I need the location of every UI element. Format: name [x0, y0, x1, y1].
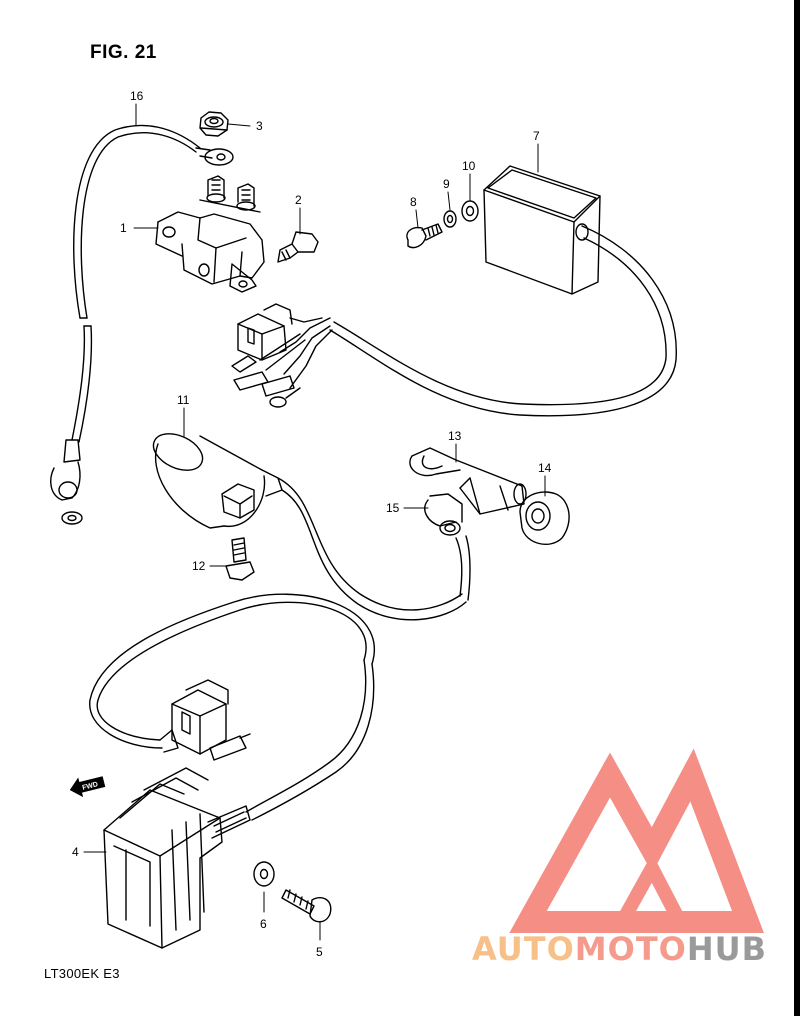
- forward-arrow-icon: FWD: [69, 776, 106, 798]
- cdi-unit-7: [231, 165, 677, 417]
- callout-5: 5: [316, 945, 323, 959]
- starter-relay-1: [155, 175, 265, 293]
- cap-14: [519, 491, 570, 546]
- callout-16: 16: [130, 89, 144, 103]
- callout-10: 10: [462, 159, 476, 173]
- forward-arrow-label: FWD: [82, 781, 99, 792]
- ignition-coil-11: [152, 433, 467, 621]
- callout-13: 13: [448, 429, 462, 443]
- washer-10: [461, 200, 479, 222]
- bolt-5: [281, 889, 332, 923]
- callout-14: 14: [538, 461, 552, 475]
- callout-9: 9: [443, 177, 450, 191]
- callout-3: 3: [256, 119, 263, 133]
- bolt-2: [277, 231, 319, 263]
- boot-15: [424, 493, 471, 601]
- bolt-12: [225, 537, 255, 581]
- callout-7: 7: [533, 129, 540, 143]
- watermark-part-auto: AUTO: [472, 930, 575, 968]
- callout-labels: 16 3 1 2 8 9 10 7 11 12 13 14 15 4 6 5: [72, 89, 552, 959]
- spark-plug-cap-13: [409, 447, 527, 515]
- callout-12: 12: [192, 559, 206, 573]
- watermark-part-moto: MOTO: [574, 930, 687, 968]
- callout-11: 11: [177, 393, 190, 407]
- callout-1: 1: [120, 221, 127, 235]
- callout-15: 15: [386, 501, 400, 515]
- washer-9: [443, 210, 457, 228]
- washer-6: [253, 861, 275, 887]
- screw-8: [406, 223, 443, 249]
- leader-lines: [83, 103, 546, 941]
- nut-3: [199, 111, 229, 137]
- callout-8: 8: [410, 195, 417, 209]
- battery-cable-16: [50, 124, 234, 525]
- regulator-rectifier-4: [89, 593, 375, 949]
- callout-2: 2: [295, 193, 302, 207]
- callout-4: 4: [72, 845, 79, 859]
- page-edge: [794, 0, 800, 1016]
- watermark-part-hub: HUB: [686, 930, 768, 968]
- watermark-wordmark: AUTOMOTOHUB: [472, 930, 767, 968]
- callout-6: 6: [260, 917, 267, 931]
- automotohub-logo-icon: [509, 748, 764, 933]
- model-code: LT300EK E3: [44, 966, 120, 981]
- figure-title: FIG. 21: [90, 42, 157, 63]
